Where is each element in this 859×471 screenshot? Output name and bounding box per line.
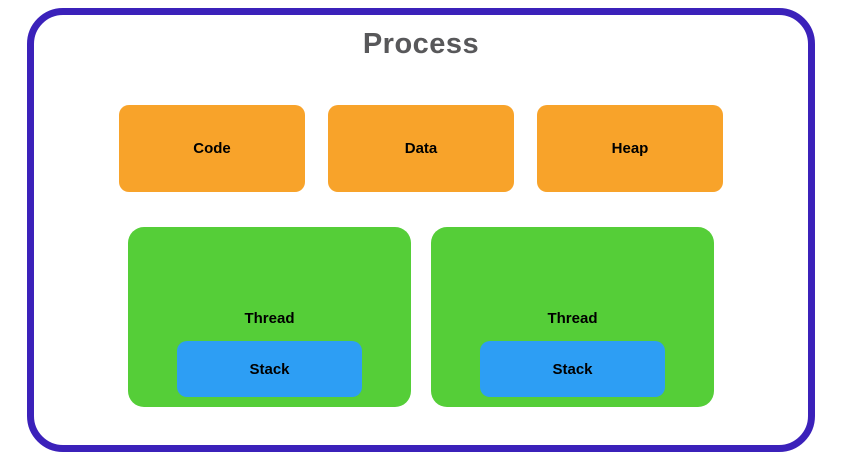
process-frame: Process Code Data Heap Thread Stack Thre… — [27, 8, 815, 452]
process-title: Process — [362, 28, 480, 60]
stack-box: Stack — [177, 341, 362, 398]
thread-box-2: Thread Stack — [431, 227, 714, 408]
thread-label: Thread — [244, 310, 295, 328]
threads-row: Thread Stack Thread Stack — [128, 227, 714, 408]
segment-box-code: Code — [119, 105, 305, 193]
thread-label: Thread — [547, 310, 598, 328]
stack-box: Stack — [480, 341, 665, 398]
thread-box-1: Thread Stack — [128, 227, 411, 408]
memory-segments-row: Code Data Heap — [119, 105, 723, 193]
segment-box-heap: Heap — [537, 105, 723, 193]
segment-box-data: Data — [328, 105, 514, 193]
